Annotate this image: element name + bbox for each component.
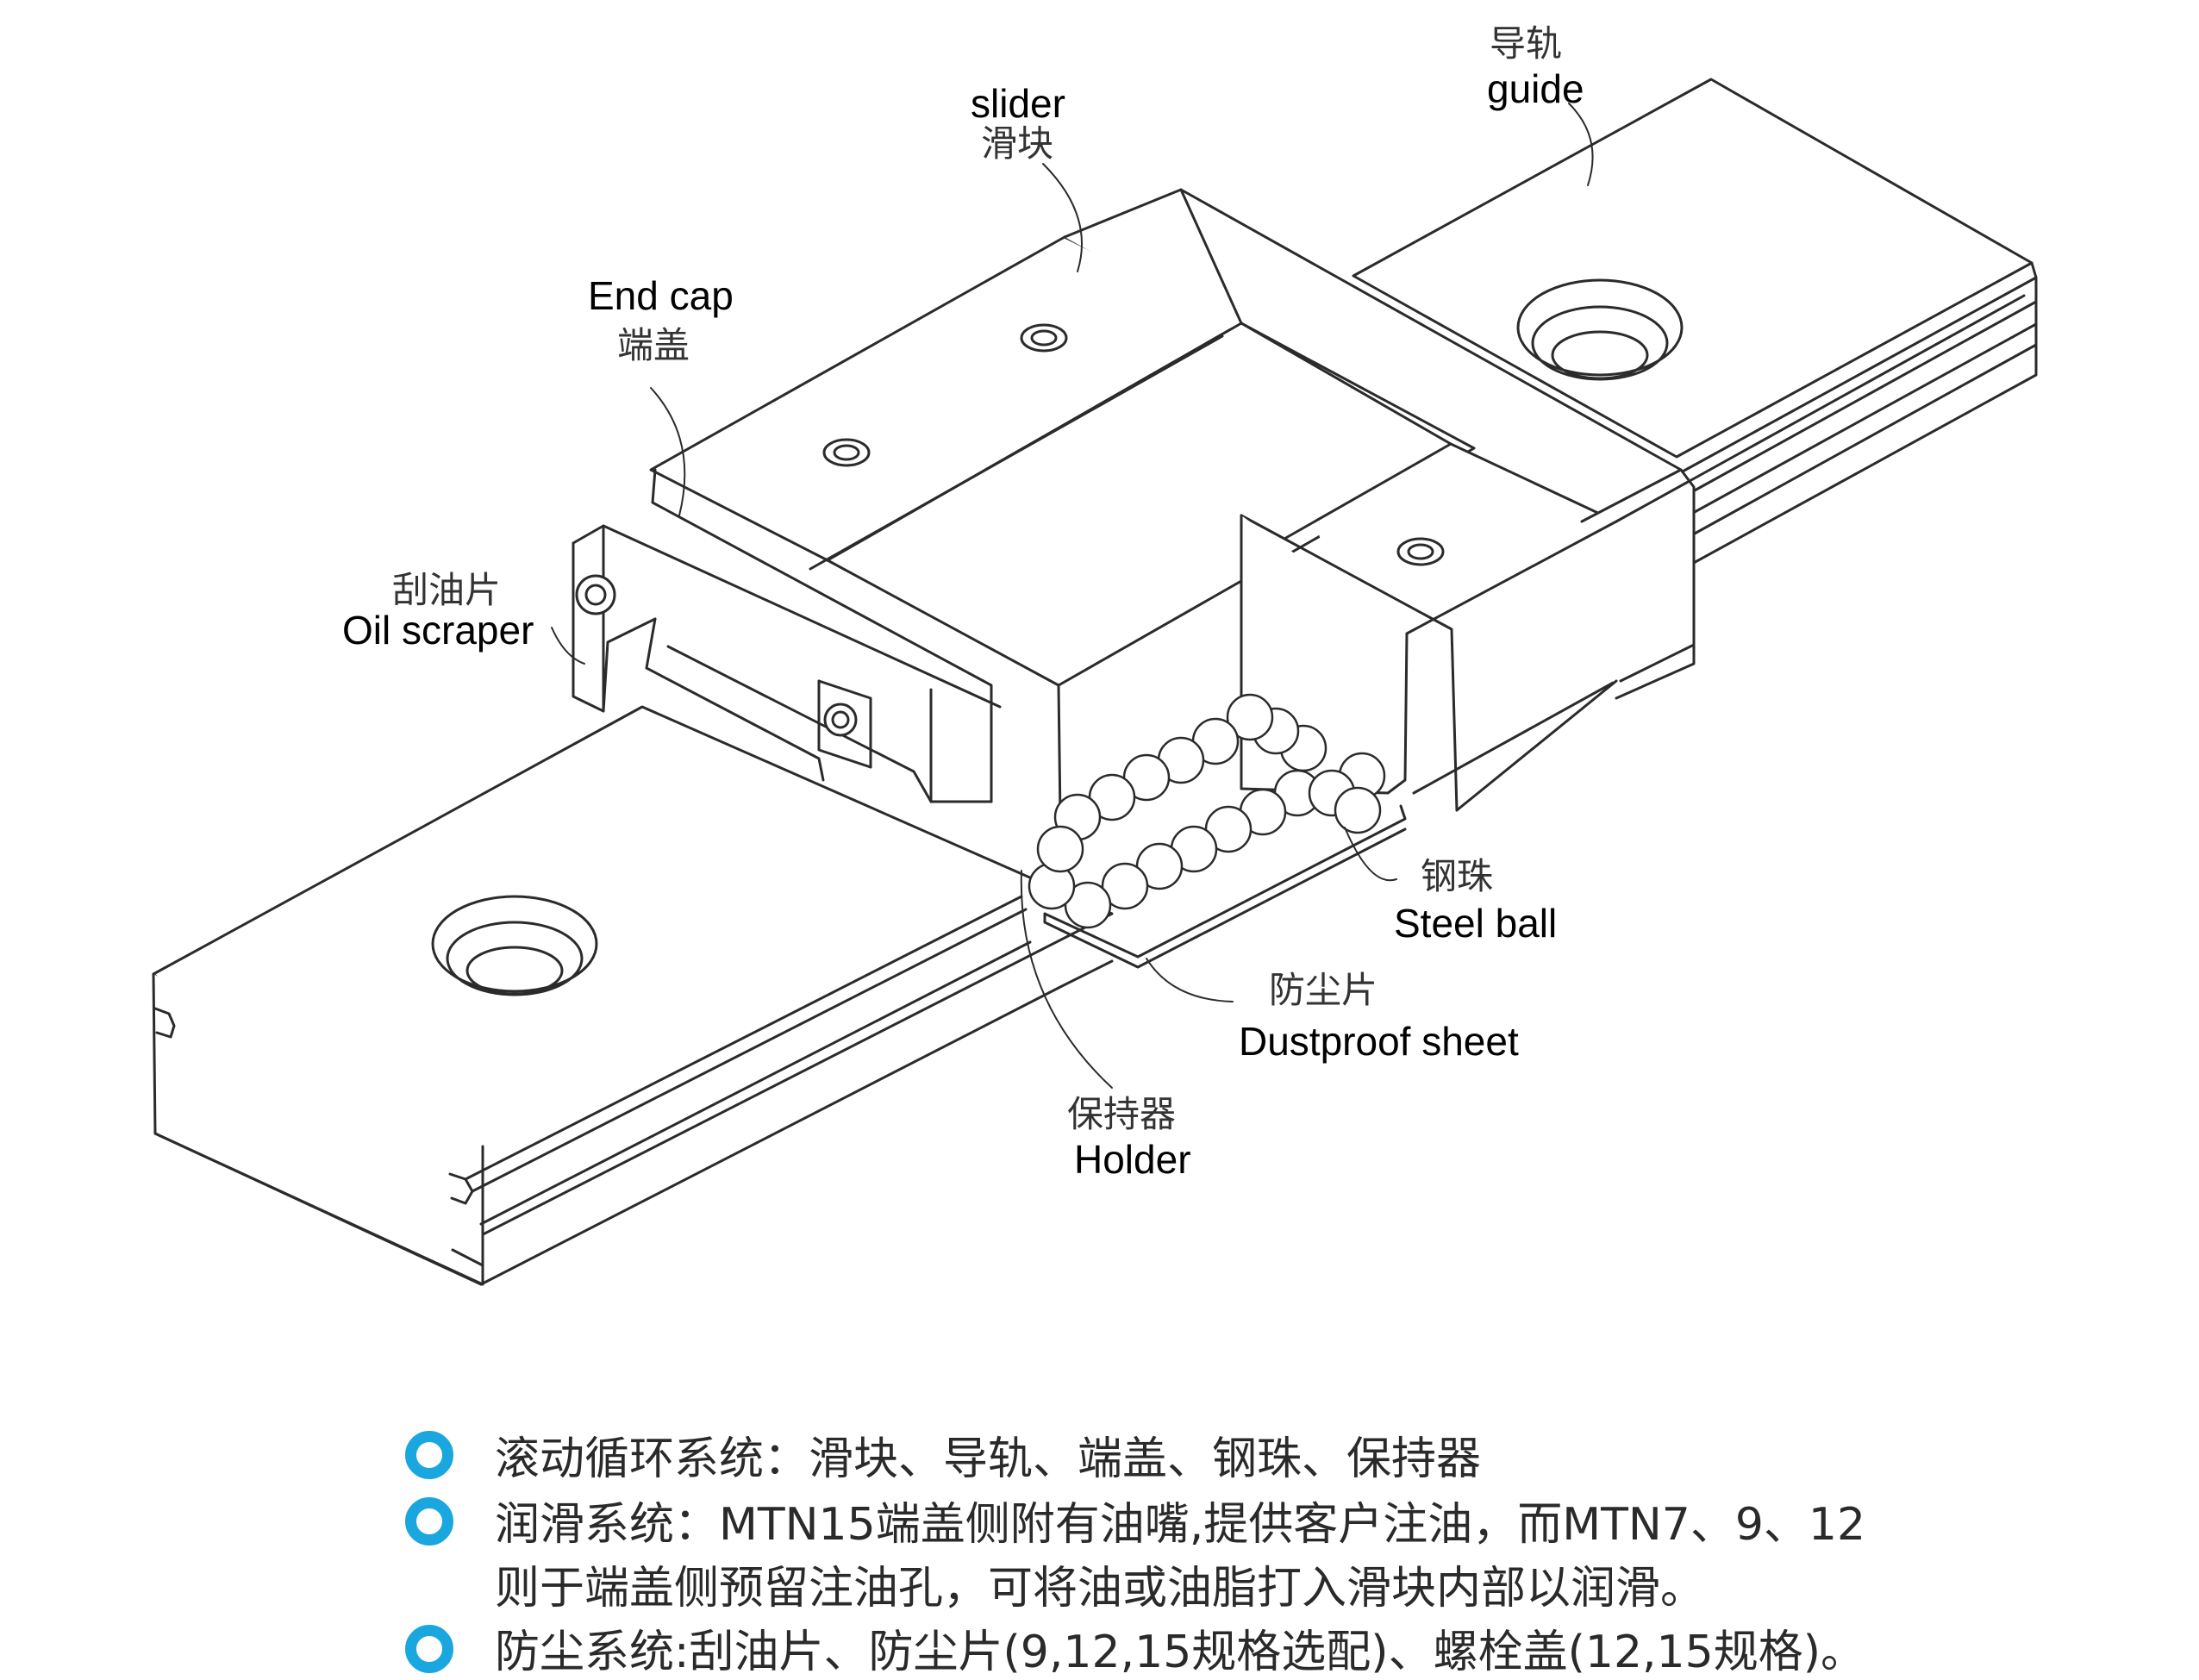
label-endcap-zh: 端盖 bbox=[617, 324, 690, 366]
label-scraper-zh: 刮油片 bbox=[392, 569, 502, 611]
bullet-icon bbox=[405, 1497, 453, 1546]
label-guide-en: guide bbox=[1487, 66, 1584, 111]
leader-lines bbox=[551, 103, 1594, 1089]
bullet-icon bbox=[405, 1625, 453, 1673]
bullet-icon bbox=[405, 1431, 453, 1479]
note-2: 润滑系统：MTN15端盖侧附有油嘴,提供客户注油，而MTN7、9、12 bbox=[495, 1499, 1866, 1551]
dustproof-sheet bbox=[1043, 804, 1407, 969]
label-scraper-en: Oil scraper bbox=[342, 608, 534, 653]
guide-rail-near bbox=[152, 705, 1114, 1286]
guide-rail-far bbox=[1352, 78, 2038, 571]
end-cap bbox=[572, 468, 1002, 803]
note-1: 滚动循环系统：滑块、导轨、端盖、钢珠、保持器 bbox=[495, 1433, 1482, 1485]
label-slider-zh: 滑块 bbox=[981, 122, 1054, 165]
label-guide-zh: 导轨 bbox=[1490, 22, 1563, 65]
linear-guide-diagram bbox=[152, 78, 2038, 1286]
note-2-continued: 则于端盖侧预留注油孔，可将油或油脂打入滑块内部以润滑。 bbox=[495, 1563, 1706, 1614]
label-dust-zh: 防尘片 bbox=[1269, 969, 1378, 1011]
steel-balls bbox=[1028, 693, 1386, 929]
label-holder-zh: 保持器 bbox=[1067, 1093, 1177, 1135]
note-3: 防尘系统:刮油片、防尘片(9,12,15规格选配)、螺栓盖(12,15规格)。 bbox=[495, 1627, 1866, 1678]
label-holder-en: Holder bbox=[1074, 1137, 1191, 1182]
label-ball-en: Steel ball bbox=[1394, 901, 1558, 946]
label-endcap-en: End cap bbox=[588, 273, 734, 318]
label-ball-zh: 钢珠 bbox=[1421, 855, 1494, 897]
label-dust-en: Dustproof sheet bbox=[1239, 1019, 1519, 1064]
slider-block bbox=[649, 188, 1696, 821]
label-slider-en: slider bbox=[971, 81, 1065, 126]
